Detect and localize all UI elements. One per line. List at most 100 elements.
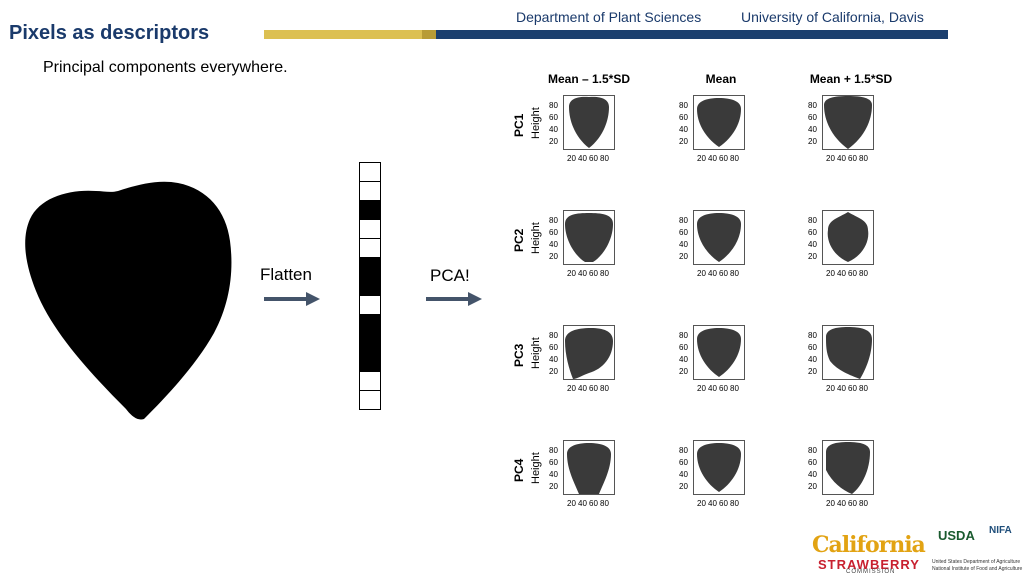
usda-caption-2: National Institute of Food and Agricultu… xyxy=(932,566,1023,572)
x-tick-label: 60 xyxy=(848,384,857,393)
x-tick-label: 20 xyxy=(567,384,576,393)
x-tick-label: 60 xyxy=(589,269,598,278)
pca-row-label: PC1 xyxy=(512,113,526,137)
y-tick-label: 60 xyxy=(679,343,688,352)
x-tick-label: 80 xyxy=(859,384,868,393)
pca-shape-plot xyxy=(822,440,874,495)
y-tick-label: 60 xyxy=(808,113,817,122)
pca-shape xyxy=(567,443,611,494)
y-tick-label: 80 xyxy=(549,216,558,225)
california-logo: California xyxy=(812,532,926,558)
university-label: University of California, Davis xyxy=(741,9,924,25)
y-tick-label: 20 xyxy=(808,482,817,491)
y-tick-label: 20 xyxy=(549,367,558,376)
y-tick-label: 80 xyxy=(549,446,558,455)
x-tick-label: 80 xyxy=(730,384,739,393)
header-bar-navy xyxy=(436,30,948,39)
x-tick-label: 80 xyxy=(600,499,609,508)
usda-caption-1: United States Department of Agriculture xyxy=(932,559,1021,565)
x-tick-label: 20 xyxy=(826,154,835,163)
pca-shape xyxy=(697,328,741,377)
x-tick-label: 40 xyxy=(837,499,846,508)
pca-shape-plot xyxy=(563,210,615,265)
y-tick-label: 60 xyxy=(549,458,558,467)
x-tick-label: 20 xyxy=(826,269,835,278)
y-tick-label: 80 xyxy=(549,101,558,110)
x-tick-label: 40 xyxy=(578,154,587,163)
y-tick-label: 60 xyxy=(679,458,688,467)
pixel-vector xyxy=(359,162,381,410)
pca-shape-plot xyxy=(563,95,615,150)
pca-shape-plot xyxy=(693,440,745,495)
pca-shape-plot xyxy=(693,210,745,265)
header-bar-accent xyxy=(422,30,436,39)
pca-shape-plot xyxy=(822,325,874,380)
x-tick-label: 60 xyxy=(589,154,598,163)
pca-shape xyxy=(697,98,741,147)
pca-column-header: Mean xyxy=(705,72,737,86)
y-tick-label: 40 xyxy=(549,470,558,479)
y-tick-label: 20 xyxy=(549,252,558,261)
x-tick-label: 80 xyxy=(730,499,739,508)
y-tick-label: 60 xyxy=(808,228,817,237)
department-label: Department of Plant Sciences xyxy=(516,9,702,25)
x-tick-label: 60 xyxy=(719,154,728,163)
x-tick-label: 60 xyxy=(848,499,857,508)
pca-column-header: Mean – 1.5*SD xyxy=(547,72,631,86)
y-tick-label: 20 xyxy=(808,367,817,376)
x-tick-label: 20 xyxy=(826,384,835,393)
pca-shape-plot xyxy=(693,95,745,150)
x-tick-label: 40 xyxy=(708,499,717,508)
usda-logo: USDA xyxy=(938,528,975,543)
pca-shape-plot xyxy=(822,95,874,150)
x-tick-label: 40 xyxy=(578,499,587,508)
y-tick-label: 80 xyxy=(808,216,817,225)
x-tick-label: 60 xyxy=(719,384,728,393)
pca-shape xyxy=(826,442,870,494)
strawberry-logo-text: STRAWBERRY xyxy=(818,557,920,572)
x-tick-label: 40 xyxy=(837,154,846,163)
y-tick-label: 20 xyxy=(808,137,817,146)
y-tick-label: 40 xyxy=(549,240,558,249)
x-tick-label: 80 xyxy=(600,269,609,278)
pca-shape-plot xyxy=(822,210,874,265)
pca-shape-plot xyxy=(563,440,615,495)
y-tick-label: 60 xyxy=(549,228,558,237)
x-tick-label: 60 xyxy=(719,269,728,278)
x-tick-label: 20 xyxy=(697,384,706,393)
x-tick-label: 40 xyxy=(708,154,717,163)
y-tick-label: 60 xyxy=(808,343,817,352)
x-tick-label: 40 xyxy=(708,384,717,393)
y-axis-label: Height xyxy=(530,452,542,484)
pca-row-label: PC3 xyxy=(512,343,526,367)
y-tick-label: 60 xyxy=(679,228,688,237)
x-tick-label: 40 xyxy=(578,269,587,278)
x-tick-label: 40 xyxy=(837,269,846,278)
y-tick-label: 80 xyxy=(679,216,688,225)
y-tick-label: 40 xyxy=(549,355,558,364)
header-bar-gold xyxy=(264,30,422,39)
y-tick-label: 60 xyxy=(679,113,688,122)
x-tick-label: 40 xyxy=(837,384,846,393)
x-tick-label: 80 xyxy=(730,154,739,163)
pca-column-header: Mean + 1.5*SD xyxy=(809,72,893,86)
x-tick-label: 80 xyxy=(859,499,868,508)
y-tick-label: 40 xyxy=(808,355,817,364)
y-tick-label: 80 xyxy=(549,331,558,340)
y-tick-label: 80 xyxy=(679,101,688,110)
y-tick-label: 20 xyxy=(549,137,558,146)
y-tick-label: 40 xyxy=(679,355,688,364)
pca-shape xyxy=(827,212,869,262)
slide-subtitle: Principal components everywhere. xyxy=(43,59,288,76)
commission-logo-text: COMMISSION xyxy=(846,569,896,575)
flatten-label: Flatten xyxy=(260,265,312,284)
pca-shape xyxy=(569,96,609,148)
x-tick-label: 60 xyxy=(848,154,857,163)
y-tick-label: 80 xyxy=(808,331,817,340)
pca-shape xyxy=(697,213,741,262)
y-tick-label: 40 xyxy=(679,240,688,249)
y-axis-label: Height xyxy=(530,337,542,369)
y-tick-label: 20 xyxy=(679,252,688,261)
pca-shape-plot xyxy=(563,325,615,380)
